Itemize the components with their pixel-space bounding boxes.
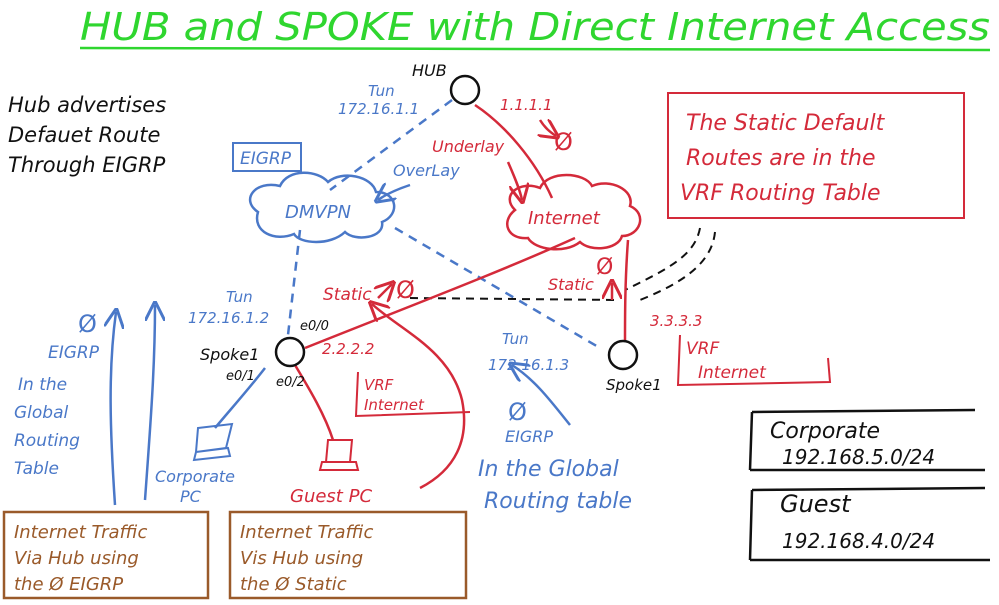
overlay-arrow — [378, 185, 411, 200]
guest-pc-label: Guest PC — [290, 486, 372, 507]
vrf-note-line-1: The Static Default — [686, 111, 886, 136]
guest-net-box — [748, 486, 990, 562]
spoke1-null-symbol: Ø — [396, 276, 415, 304]
spoke2-vrf-bracket — [676, 334, 832, 387]
spoke1-tun-label: Tun — [226, 288, 253, 306]
spoke2-eigrp-line-2: In the Global — [478, 457, 619, 482]
corporate-pc-line-1: Corporate — [155, 467, 235, 486]
corporate-pc-icon — [192, 422, 234, 462]
overlay-tunnels — [286, 98, 601, 350]
title-underline — [79, 46, 991, 52]
link-spoke1-guestpc — [293, 364, 335, 441]
eigrp-spoke2-arrow — [512, 365, 571, 426]
corporate-net-box — [748, 408, 985, 472]
spoke2-eigrp-line-3: Routing table — [484, 489, 632, 514]
spoke1-tun-ip: 172.16.1.2 — [188, 309, 269, 327]
spoke2-router — [607, 339, 639, 371]
pointer-from-note-1 — [624, 227, 701, 291]
static-default-pointers — [409, 227, 716, 301]
hub-router — [449, 74, 481, 106]
eigrp-up-arrow-1 — [111, 312, 116, 506]
corporate-pc-line-2: PC — [180, 487, 202, 506]
hub-null-arrow — [540, 120, 556, 136]
left-note: Hub advertises Defauet Route Through EIG… — [8, 93, 166, 177]
spoke2-static-label: Static — [548, 275, 594, 294]
spoke1-eigrp-null-symbol: Ø — [78, 310, 97, 338]
spoke2-tun-label: Tun — [502, 330, 529, 348]
internet-cloud — [506, 173, 642, 251]
static-traffic-line-1: Internet Traffic — [240, 522, 374, 543]
guest-net-label: Guest — [780, 490, 852, 518]
spoke1-eigrp-line-4: Routing — [14, 431, 80, 451]
vrf-note-box — [667, 92, 965, 219]
spoke2-vrf-line-1: VRF — [686, 339, 719, 359]
left-note-line-2: Defauet Route — [8, 123, 160, 147]
eigrp-traffic-line-3: the Ø EIGRP — [14, 574, 123, 595]
spoke2-eigrp-line-1: EIGRP — [505, 427, 553, 446]
diagram-title: HUB and SPOKE with Direct Internet Acces… — [80, 5, 990, 49]
spoke1-eigrp-line-3: Global — [14, 403, 69, 423]
spoke2-label: Spoke1 — [606, 376, 662, 394]
eigrp-traffic-line-1: Internet Traffic — [14, 522, 148, 543]
link-spoke1-internet — [304, 236, 576, 350]
spoke1-e0-1: e0/1 — [226, 369, 255, 384]
left-note-line-3: Through EIGRP — [8, 153, 166, 177]
spoke1-e0-2: e0/2 — [276, 375, 305, 390]
tunnel-dmvpn-spoke1 — [286, 229, 302, 336]
dmvpn-cloud — [248, 171, 396, 244]
eigrp-arrows — [111, 185, 571, 506]
eigrp-box — [232, 142, 302, 172]
spoke1-vrf-line-2: Internet — [364, 396, 425, 414]
spoke1-static-arrow — [378, 284, 392, 298]
underlay-label: Underlay — [432, 137, 505, 156]
spoke1-label: Spoke1 — [200, 345, 259, 364]
guest-pc-icon — [318, 439, 360, 471]
static-traffic-box — [228, 510, 468, 600]
spoke2-null-symbol: Ø — [596, 255, 613, 280]
corporate-net-subnet: 192.168.5.0/24 — [782, 445, 935, 469]
link-guestpc-static — [372, 304, 466, 490]
spoke2-eigrp-null-symbol: Ø — [508, 398, 527, 426]
spoke2-wan-ip: 3.3.3.3 — [650, 312, 702, 330]
tunnel-dmvpn-spoke2 — [394, 226, 601, 350]
hub-wan-ip: 1.1.1.1 — [500, 96, 552, 114]
static-spoke1-to-spoke2 — [409, 297, 621, 301]
spoke1-vrf-bracket — [354, 371, 471, 418]
overlay-label: OverLay — [393, 161, 460, 180]
hub-tun-label: Tun — [368, 82, 395, 100]
eigrp-traffic-line-2: Via Hub using — [14, 548, 139, 569]
underlay-arrow — [506, 161, 522, 200]
static-traffic-line-3: the Ø Static — [240, 574, 347, 595]
spoke1-wan-ip: 2.2.2.2 — [322, 340, 374, 358]
vrf-note-line-3: VRF Routing Table — [680, 181, 881, 206]
spoke1-eigrp-line-2: In the — [18, 375, 67, 395]
hub-tun-ip: 172.16.1.1 — [338, 100, 419, 118]
pointer-from-note-2 — [639, 231, 716, 301]
spoke1-eigrp-line-5: Table — [14, 459, 59, 479]
guest-net-subnet: 192.168.4.0/24 — [782, 529, 935, 553]
eigrp-up-arrow-2 — [143, 305, 155, 501]
link-internet-spoke2 — [623, 239, 630, 343]
eigrp-box-label: EIGRP — [240, 149, 292, 169]
hub-null-symbol: Ø — [554, 128, 573, 156]
hub-label: HUB — [412, 61, 447, 80]
spoke1-router — [274, 336, 306, 368]
vrf-note-line-2: Routes are in the — [686, 146, 876, 171]
corporate-net-label: Corporate — [770, 419, 880, 444]
spoke2-tun-ip: 172.16.1.3 — [488, 356, 569, 374]
static-traffic-line-2: Vis Hub using — [240, 548, 363, 569]
internet-label: Internet — [528, 208, 601, 229]
corporate-pc-link — [214, 367, 266, 429]
dmvpn-label: DMVPN — [285, 202, 351, 223]
underlay-links — [293, 103, 630, 490]
spoke1-e0-0: e0/0 — [300, 319, 329, 334]
left-note-line-1: Hub advertises — [8, 93, 166, 117]
eigrp-traffic-box — [2, 510, 210, 600]
spoke1-vrf-line-1: VRF — [364, 376, 394, 394]
spoke2-vrf-line-2: Internet — [698, 363, 767, 383]
link-hub-internet — [474, 103, 554, 199]
spoke1-static-label: Static — [323, 285, 372, 305]
spoke1-eigrp-line-1: EIGRP — [48, 343, 100, 363]
